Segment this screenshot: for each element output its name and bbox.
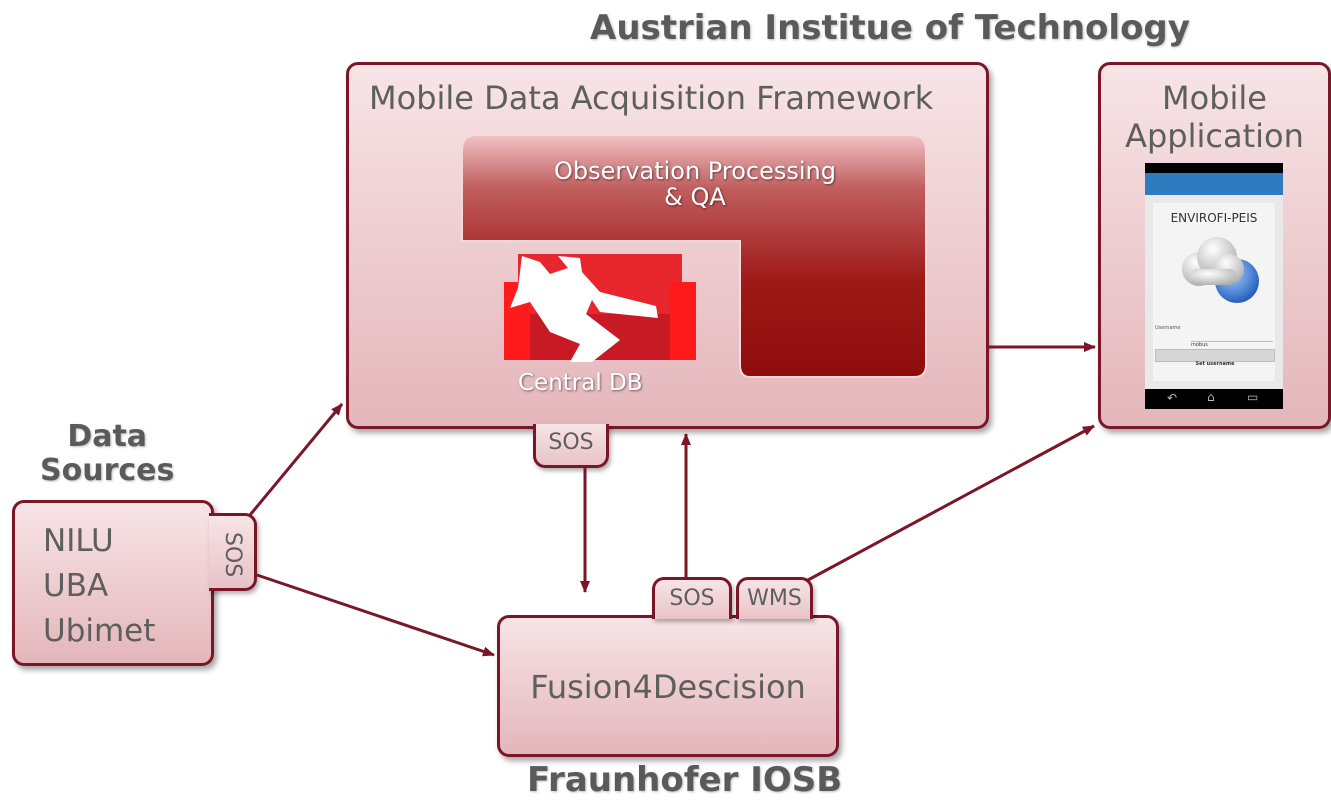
data-sources-sos-tab: SOS: [209, 513, 257, 591]
arrow-wms-to-mobile: [807, 424, 1095, 582]
framework-sos-tab: SOS: [533, 424, 609, 468]
fusion-sos-tab: SOS: [652, 577, 732, 619]
app-name: ENVIROFI-PEIS: [1170, 211, 1258, 225]
phone-content: ENVIROFI-PEIS Usernam: [1145, 195, 1283, 389]
data-sources-heading: Data Sources: [40, 420, 174, 488]
phone-nav-bar: ↶ ⌂ ▭: [1145, 389, 1283, 409]
source-item-uba: UBA: [43, 568, 109, 604]
fusion-box: Fusion4Descision: [497, 615, 839, 757]
home-icon[interactable]: ⌂: [1207, 390, 1215, 404]
username-field[interactable]: mobus: [1191, 331, 1273, 348]
iosb-heading: Fraunhofer IOSB: [527, 760, 843, 800]
ait-heading: Austrian Institue of Technology: [590, 8, 1190, 48]
fusion-title: Fusion4Descision: [530, 668, 806, 706]
phone-screen: ENVIROFI-PEIS Usernam: [1145, 163, 1283, 409]
processing-line-2: & QA: [664, 183, 726, 211]
cloud-globe-icon: [1182, 237, 1259, 303]
username-field-value: mobus: [1191, 342, 1208, 348]
mobile-app-title: Mobile Application: [1101, 79, 1328, 155]
source-item-nilu: NILU: [43, 523, 114, 559]
framework-title: Mobile Data Acquisition Framework: [369, 79, 934, 117]
arrow-sources-to-framework: [248, 403, 344, 516]
processing-shape: [461, 134, 927, 378]
processing-line-1: Observation Processing: [554, 157, 836, 185]
phone-action-bar: [1145, 173, 1283, 195]
source-item-ubimet: Ubimet: [43, 613, 156, 649]
mobile-app-title-line-1: Mobile: [1162, 79, 1267, 117]
data-sources-line-1: Data: [67, 419, 148, 454]
data-sources-sos-label: SOS: [220, 532, 245, 578]
fusion-wms-tab: WMS: [736, 577, 813, 619]
mobile-app-title-line-2: Application: [1125, 117, 1304, 155]
phone-status-bar: [1145, 163, 1283, 173]
arrow-sources-to-fusion: [256, 573, 495, 657]
set-username-button-label: Set username: [1195, 361, 1235, 367]
central-db-logo: [504, 254, 696, 362]
username-field-label: Username: [1155, 325, 1181, 331]
back-icon[interactable]: ↶: [1167, 391, 1178, 405]
central-db-label: Central DB: [518, 370, 643, 396]
recents-icon[interactable]: ▭: [1247, 390, 1259, 404]
set-username-button[interactable]: Set username: [1155, 349, 1275, 367]
data-sources-line-2: Sources: [40, 453, 175, 488]
processing-label: Observation Processing & QA: [520, 158, 870, 210]
phone-card: ENVIROFI-PEIS Usernam: [1153, 203, 1275, 381]
